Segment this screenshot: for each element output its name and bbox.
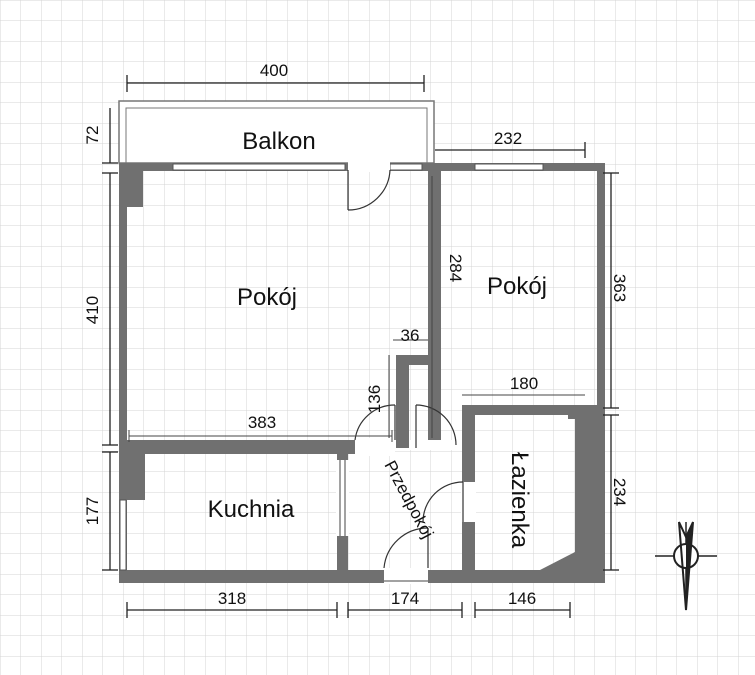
dimension-lines <box>102 75 619 618</box>
dim-label-small-room-height: 363 <box>610 274 629 302</box>
dim-label-inner-284: 284 <box>446 254 465 282</box>
dim-label-bottom-bath: 146 <box>508 589 536 608</box>
room-label-kuchnia: Kuchnia <box>208 496 295 523</box>
compass-icon <box>655 521 717 611</box>
dim-label-36: 36 <box>401 326 420 345</box>
room-label-pokoj-main: Pokój <box>237 284 297 311</box>
dim-label-383: 383 <box>248 413 276 432</box>
room-label-balkon: Balkon <box>242 128 315 155</box>
dim-label-kitchen-height: 177 <box>83 497 102 525</box>
doors <box>336 162 476 584</box>
dim-label-180: 180 <box>510 374 538 393</box>
dim-label-balcony-depth: 72 <box>83 126 102 145</box>
dim-label-bottom-kitchen: 318 <box>218 589 246 608</box>
dim-label-bath-height: 234 <box>610 478 629 506</box>
inner-dimension-lines <box>128 176 585 442</box>
windows <box>119 163 544 571</box>
dim-label-small-room-width: 232 <box>494 129 522 148</box>
room-label-lazienka: Łazienka <box>506 452 533 549</box>
dim-label-136: 136 <box>365 385 384 413</box>
dim-label-bottom-hall: 174 <box>391 589 419 608</box>
dim-label-main-room-height: 410 <box>83 296 102 324</box>
dim-label-top-width: 400 <box>260 61 288 80</box>
balcony <box>118 100 435 164</box>
room-label-pokoj-small: Pokój <box>487 273 547 300</box>
